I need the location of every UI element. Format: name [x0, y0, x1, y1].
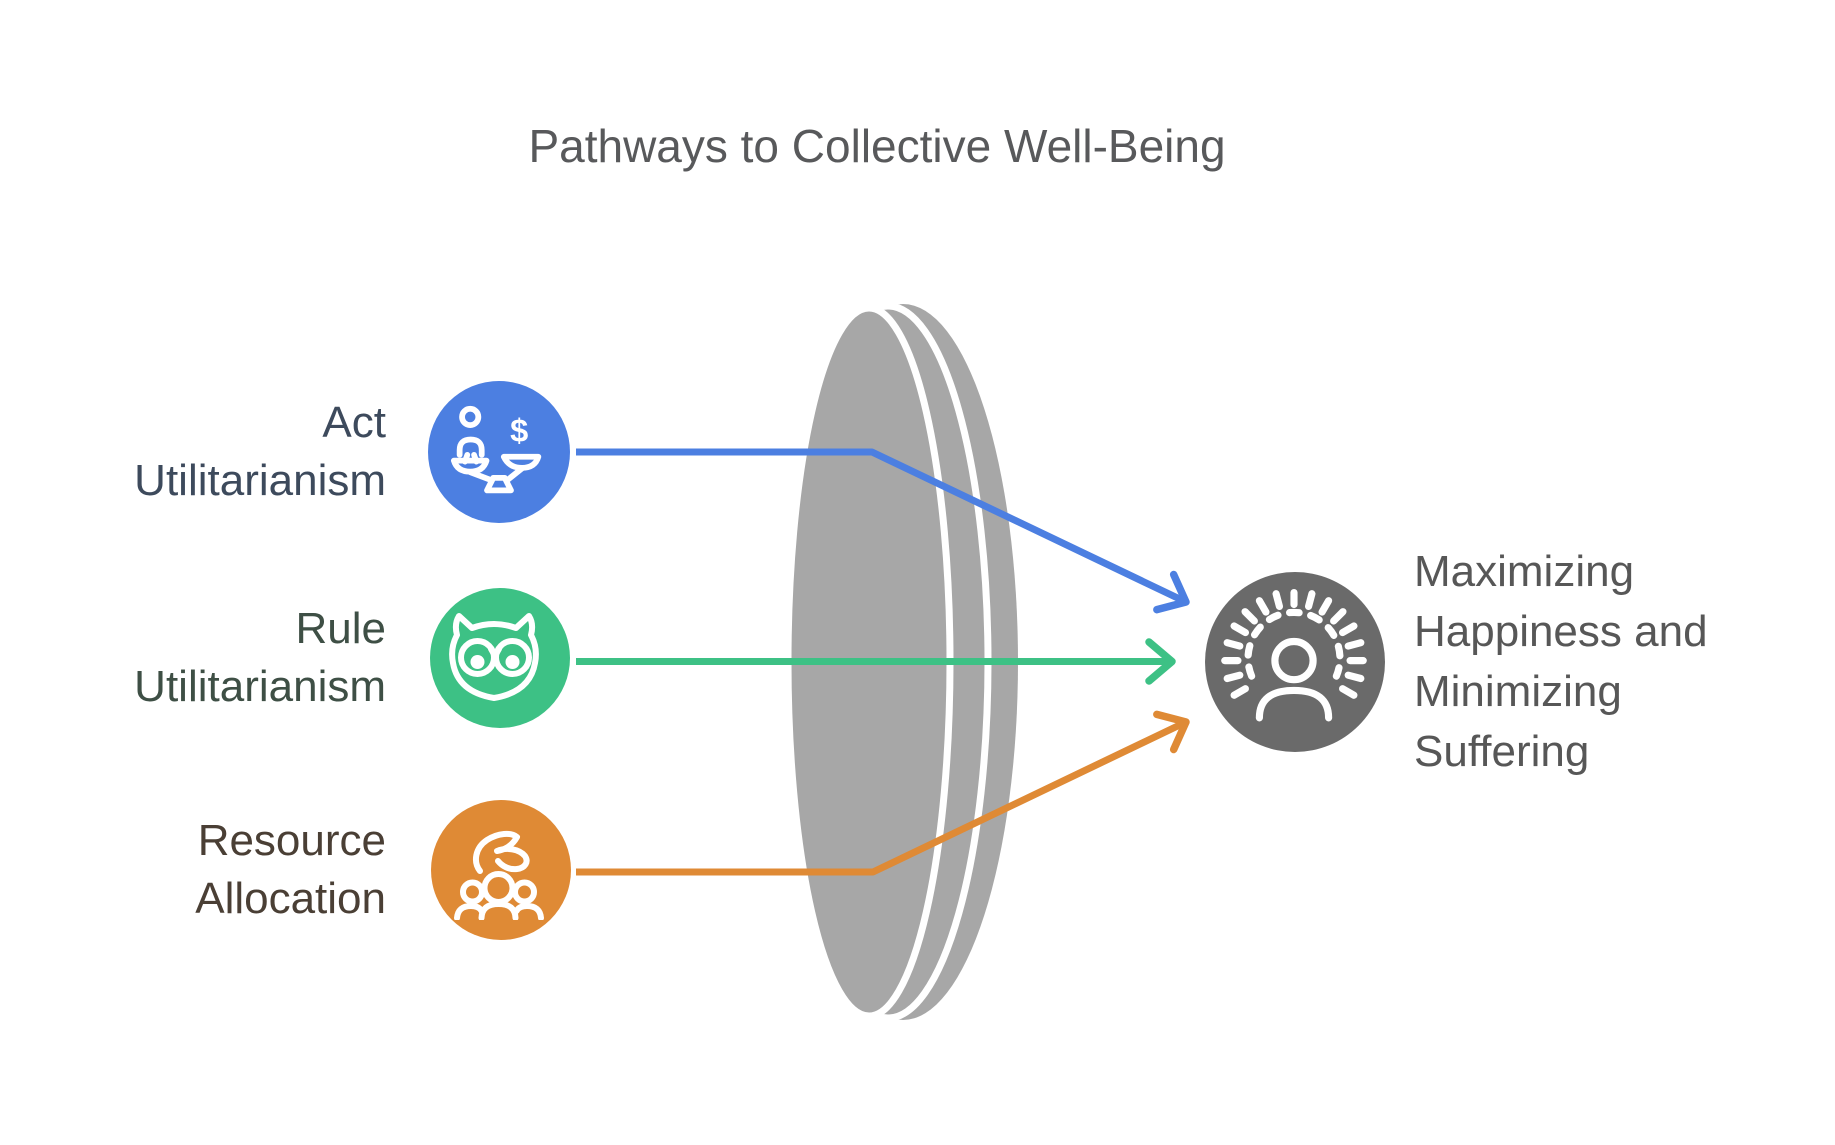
right-person-shoulders [513, 903, 544, 920]
resource-connector-arrow [576, 710, 1190, 876]
balance-yoke [467, 465, 525, 483]
pathway-label-act: Act Utilitarianism [0, 394, 386, 510]
radiant-person-icon [1221, 589, 1367, 722]
pathway-label-resource-line-2: Allocation [195, 874, 386, 923]
pathway-label-resource-line-1: Resource [197, 816, 386, 865]
radiant-person-head [1271, 637, 1317, 684]
radiant-dashed-halo [1244, 608, 1344, 680]
resource-node-circle [431, 800, 571, 940]
pathway-label-rule-line-1: Rule [295, 604, 387, 653]
pathway-label-act-line-2: Utilitarianism [134, 456, 386, 505]
owl-right-pupil [505, 655, 520, 669]
hand-over-people-icon [454, 830, 544, 920]
dollar-glyph: $ [510, 411, 528, 448]
balance-base [484, 475, 514, 494]
balance-person-head [459, 405, 482, 428]
left-person-shoulders [454, 903, 485, 920]
pathway-label-act-line-1: Act [322, 398, 386, 447]
outcome-label: Maximizing Happiness and Minimizing Suff… [1414, 547, 1708, 776]
pathway-label-rule-line-2: Utilitarianism [134, 662, 386, 711]
radiant-rays [1221, 589, 1367, 699]
radiant-person-shoulders [1255, 686, 1333, 722]
giving-hand [472, 830, 530, 874]
balance-scale-person-dollar-icon: $ [451, 405, 542, 494]
act-connector-arrow [576, 448, 1190, 614]
owl-beak [488, 646, 502, 660]
act-node-circle [428, 381, 570, 523]
balance-person-body [456, 436, 485, 458]
owl-left-pupil [470, 655, 485, 669]
owl-with-glasses-icon [449, 613, 539, 701]
pathway-label-resource: Resource Allocation [0, 812, 386, 928]
left-person-head [460, 879, 485, 905]
connector-arrows [576, 448, 1190, 876]
pathway-label-rule: Rule Utilitarianism [0, 600, 386, 716]
right-person-head [512, 879, 537, 905]
owl-face-outline [449, 613, 539, 701]
diagram-title: Pathways to Collective Well-Being [528, 120, 1226, 172]
